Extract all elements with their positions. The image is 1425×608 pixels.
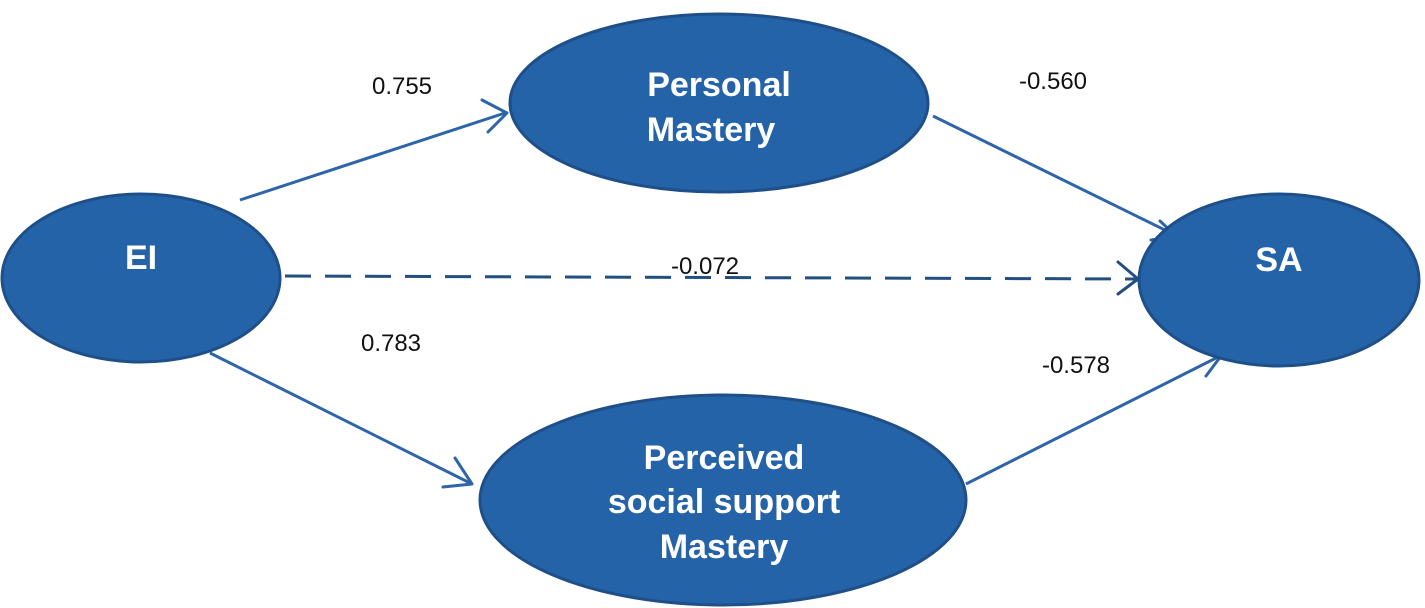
node-perceived-social-support: Perceived social support Mastery — [478, 393, 968, 607]
edge-perceived-social-support-to-sa — [965, 354, 1221, 486]
edges — [209, 98, 1223, 489]
arrowhead-perceived-social-support — [441, 456, 474, 489]
label-ei-to-personal-mastery: 0.755 — [372, 73, 432, 100]
node-ei: EI — [0, 192, 282, 364]
edge-ei-to-perceived-social-support — [209, 351, 471, 485]
label-ei-to-sa: -0.072 — [671, 253, 739, 280]
node-ei-label: EI — [125, 239, 157, 277]
node-perceived-social-support-label-line-3: Mastery — [660, 528, 789, 566]
node-perceived-social-support-label-line-2: social support — [608, 483, 840, 521]
node-ei-shape — [0, 192, 282, 364]
node-personal-mastery-label-line-2: Mastery — [647, 111, 776, 149]
node-perceived-social-support-label-line-1: Perceived — [644, 439, 805, 477]
arrowhead-personal-mastery — [480, 98, 509, 134]
label-perceived-social-support-to-sa: -0.578 — [1042, 352, 1110, 379]
edge-ei-to-sa-dashed — [284, 274, 1137, 281]
label-ei-to-perceived-social-support: 0.783 — [361, 330, 421, 357]
edge-ei-to-personal-mastery — [239, 111, 506, 202]
edge-personal-mastery-to-sa — [932, 114, 1176, 237]
node-personal-mastery: Personal Mastery — [508, 12, 930, 194]
node-sa-label: SA — [1255, 241, 1302, 279]
node-sa-shape — [1137, 192, 1421, 368]
label-personal-mastery-to-sa: -0.560 — [1019, 68, 1087, 95]
edge-labels: 0.755 0.783 -0.560 -0.578 -0.072 — [361, 68, 1110, 379]
node-perceived-social-support-shape — [478, 393, 968, 607]
node-personal-mastery-shape — [508, 12, 930, 194]
node-personal-mastery-label-line-1: Personal — [647, 66, 791, 104]
node-sa: SA — [1137, 192, 1421, 368]
